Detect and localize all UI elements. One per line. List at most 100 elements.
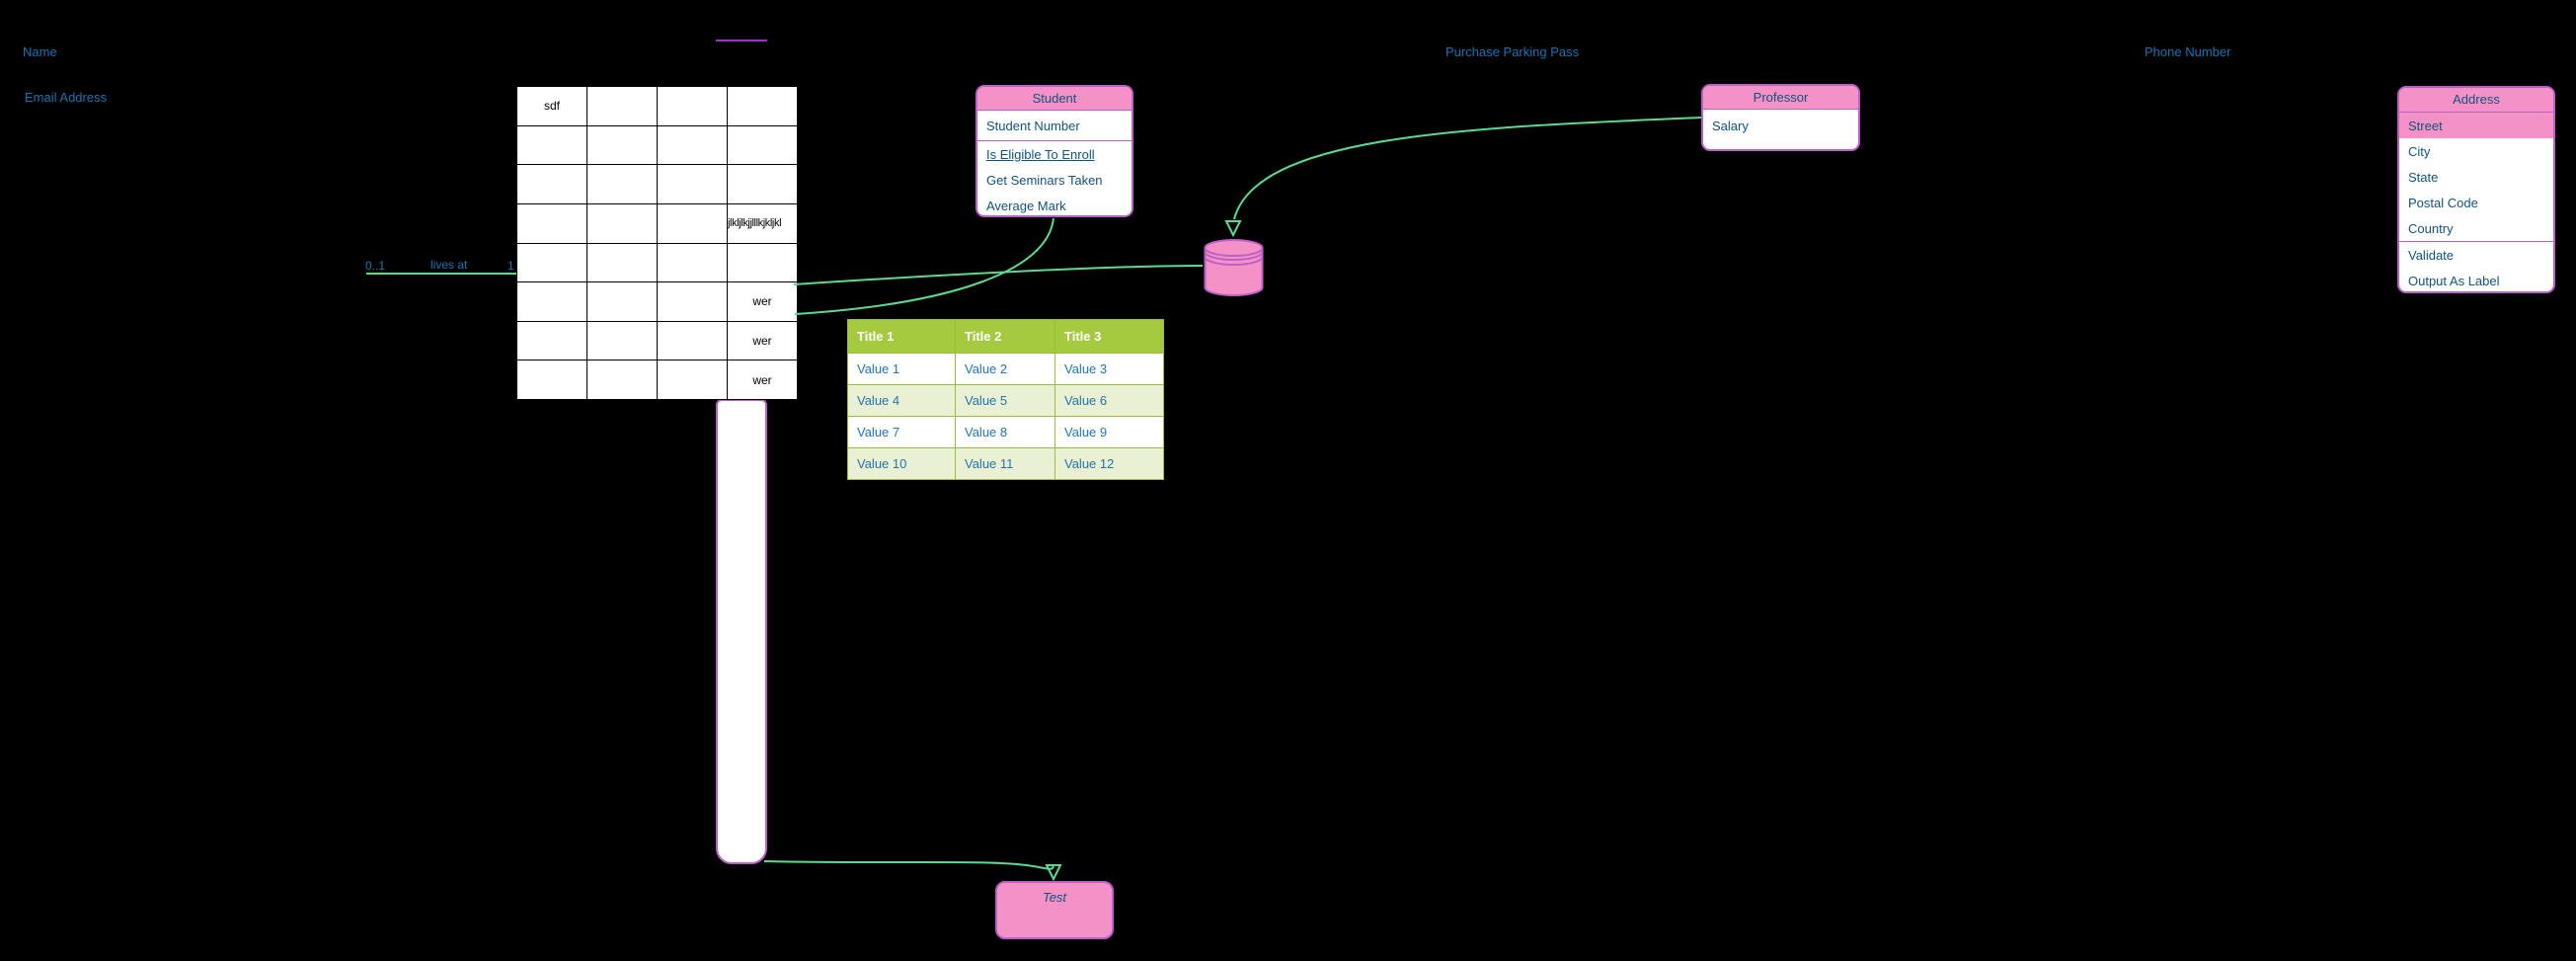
- divider: [2399, 241, 2553, 242]
- grid-cell: wer: [727, 281, 798, 322]
- grid-cell: [727, 124, 798, 166]
- grid-cell: [586, 86, 658, 126]
- database-cylinder[interactable]: [1204, 238, 1264, 297]
- grid-cell: [516, 202, 587, 244]
- grid-cell: [516, 320, 587, 361]
- entity-address-title: Address: [2399, 88, 2553, 113]
- attribute-street: Street: [2399, 113, 2553, 138]
- method-label: Is Eligible To Enroll: [986, 146, 1095, 162]
- table-row: wer: [516, 320, 798, 361]
- entity-address[interactable]: Address Street City State Postal Code Co…: [2397, 86, 2555, 293]
- grid-cell: [657, 86, 728, 126]
- grid-cell: [727, 242, 798, 283]
- value-cell: Value 3: [1054, 353, 1164, 385]
- table-row: wer: [516, 281, 798, 322]
- attribute-city: City: [2408, 143, 2431, 159]
- grid-cell: [586, 124, 658, 166]
- grid-cell: [516, 242, 587, 283]
- method-validate: Validate: [2408, 247, 2455, 263]
- grid-table[interactable]: sdf jlkljlkjjlllkjkljkl: [516, 86, 798, 400]
- grid-cell: [657, 360, 728, 400]
- grid-cell: [657, 164, 728, 204]
- label-purchase-parking-pass[interactable]: Purchase Parking Pass: [1445, 44, 1580, 59]
- table-row: Value 1 Value 2 Value 3: [847, 353, 1164, 385]
- method-average-mark: Average Mark: [986, 198, 1066, 213]
- multiplicity-source-label[interactable]: 0..1: [365, 259, 386, 273]
- grid-cell: [657, 202, 728, 244]
- lives-at-edge-label[interactable]: lives at: [430, 258, 468, 272]
- column-header: Title 3: [1054, 319, 1164, 354]
- connector-professor-to-database[interactable]: [1233, 117, 1702, 220]
- value-table[interactable]: Title 1 Title 2 Title 3 Value 1 Value 2 …: [847, 319, 1164, 480]
- connector-student-to-grid[interactable]: [794, 217, 1054, 315]
- grid-cell: wer: [727, 360, 798, 400]
- grid-cell: [657, 242, 728, 283]
- value-cell: Value 9: [1054, 416, 1164, 448]
- tall-rounded-rectangle[interactable]: [716, 399, 767, 864]
- grid-cell: [657, 124, 728, 166]
- grid-cell: jlkljlkjjlllkjkljkl: [727, 202, 798, 244]
- grid-cell: [516, 281, 587, 322]
- grid-cell: [727, 86, 798, 126]
- grid-cell: [586, 360, 658, 400]
- entity-student[interactable]: Student Student Number Is Eligible To En…: [976, 85, 1133, 217]
- purple-line-segment[interactable]: [716, 40, 767, 41]
- column-header: Title 2: [955, 319, 1055, 354]
- label-email-address[interactable]: Email Address: [25, 90, 108, 105]
- table-row: Value 4 Value 5 Value 6: [847, 384, 1164, 417]
- table-row: jlkljlkjjlllkjkljkl: [516, 202, 798, 244]
- attribute-student-number: Student Number: [986, 118, 1080, 133]
- label-phone-number[interactable]: Phone Number: [2145, 44, 2231, 59]
- method-is-eligible-to-enroll: Is Eligible To Enroll: [977, 141, 1132, 167]
- arrowhead-into-database: [1224, 220, 1242, 238]
- entity-student-title: Student: [977, 87, 1132, 111]
- table-row: [516, 124, 798, 166]
- multiplicity-target-label[interactable]: 1: [507, 259, 514, 273]
- grid-cell: [586, 164, 658, 204]
- label-name[interactable]: Name: [23, 44, 57, 59]
- grid-cell: [586, 281, 658, 322]
- entity-professor[interactable]: Professor Salary: [1701, 84, 1860, 151]
- value-cell: Value 6: [1054, 384, 1164, 417]
- column-header: Title 1: [847, 319, 956, 354]
- grid-cell: [516, 360, 587, 400]
- cylinder-disk-line: [1204, 251, 1264, 261]
- cylinder-body: [1204, 248, 1264, 296]
- grid-cell: [516, 164, 587, 204]
- table-row: Value 7 Value 8 Value 9: [847, 416, 1164, 448]
- method-get-seminars-taken: Get Seminars Taken: [986, 172, 1103, 188]
- grid-cell: [516, 124, 587, 166]
- table-row: [516, 242, 798, 283]
- divider: [977, 140, 1132, 141]
- grid-cell: [586, 320, 658, 361]
- attribute-country: Country: [2408, 220, 2454, 236]
- node-test[interactable]: Test: [995, 881, 1114, 939]
- value-cell: Value 5: [955, 384, 1055, 417]
- table-row: Value 10 Value 11 Value 12: [847, 447, 1164, 480]
- grid-cell: sdf: [516, 86, 587, 126]
- attribute-state: State: [2408, 169, 2439, 185]
- grid-cell: [657, 281, 728, 322]
- cylinder-top-ellipse: [1204, 239, 1264, 257]
- value-cell: Value 4: [847, 384, 956, 417]
- connector-grid-to-database[interactable]: [793, 265, 1204, 285]
- grid-cell: wer: [727, 320, 798, 361]
- arrowhead-into-test: [1045, 864, 1062, 882]
- value-cell: Value 8: [955, 416, 1055, 448]
- value-cell: Value 10: [847, 447, 956, 480]
- attribute-postal-code: Postal Code: [2408, 195, 2478, 210]
- cylinder-disk-line: [1204, 256, 1264, 266]
- grid-cell: [586, 242, 658, 283]
- attribute-salary: Salary: [1712, 118, 1749, 133]
- value-cell: Value 1: [847, 353, 956, 385]
- value-cell: Value 2: [955, 353, 1055, 385]
- grid-cell: [727, 164, 798, 204]
- table-row: sdf: [516, 86, 798, 126]
- value-cell: Value 11: [955, 447, 1055, 480]
- entity-professor-title: Professor: [1703, 86, 1858, 110]
- table-header-row: Title 1 Title 2 Title 3: [847, 319, 1164, 354]
- grid-cell: [586, 202, 658, 244]
- connector-rect-to-test[interactable]: [763, 860, 1054, 870]
- value-cell: Value 7: [847, 416, 956, 448]
